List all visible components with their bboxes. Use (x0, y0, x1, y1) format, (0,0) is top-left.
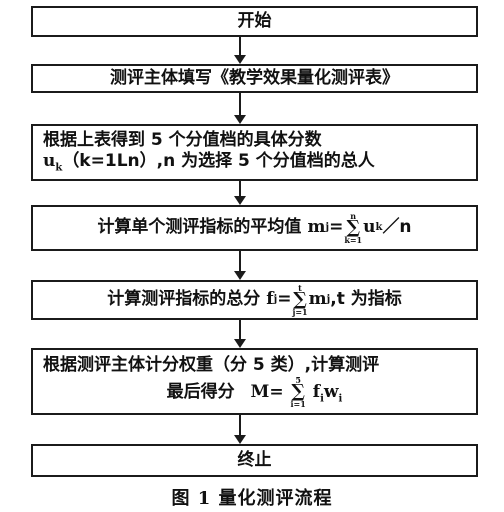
sub-k: k (55, 162, 63, 174)
step-start-label: 开始 (237, 10, 272, 31)
final-sum-symbol: 5 ∑ i=1 (290, 375, 306, 410)
step-scores-line1: 根据上表得到 5 个分值档的具体分数 (43, 129, 322, 150)
arrow-4 (233, 251, 247, 280)
total-eq: = (277, 289, 292, 310)
final-eq: M= (250, 382, 284, 403)
total-sum-bottom: j=1 (292, 307, 308, 318)
total-sub: j (273, 293, 278, 305)
step-total-label: 计算测评指标的总分 (107, 289, 261, 310)
final-body-w: w (323, 382, 339, 403)
final-body-wsub: i (338, 393, 343, 405)
scores-rest-text: ,n 为选择 5 个分值档的总人 (156, 151, 375, 172)
step-fill-form-label: 测评主体填写《教学效果量化测评表》 (110, 67, 399, 88)
step-scores-line2: uk（k=1Ln）,n 为选择 5 个分值档的总人 (43, 151, 466, 175)
step-final-line1: 根据测评主体计分权重（分 5 类）,计算测评 (43, 354, 380, 375)
range-text: （k=1Ln） (62, 151, 157, 172)
var-u: u (43, 151, 56, 172)
arrow-3 (233, 181, 247, 205)
mean-div: ／n (382, 217, 412, 238)
mean-sum-bottom: k=1 (344, 235, 363, 246)
mean-sum-top: n (350, 210, 357, 221)
mean-body-var: u (363, 217, 376, 238)
step-fill-form-box: 测评主体填写《教学效果量化测评表》 (31, 64, 478, 93)
total-var: f (266, 289, 274, 310)
final-label: 最后得分 (166, 382, 235, 403)
mean-sum-symbol: n ∑ k=1 (344, 210, 363, 246)
total-body-sub: j (326, 293, 331, 305)
final-sum-bottom: i=1 (290, 399, 306, 410)
mean-sub: j (325, 221, 330, 233)
final-body-f: f (312, 382, 321, 403)
total-body-var: m (308, 289, 327, 310)
step-scores-box: 根据上表得到 5 个分值档的具体分数 uk（k=1Ln）,n 为选择 5 个分值… (31, 124, 478, 181)
final-body-fsub: i (320, 393, 324, 405)
step-mean-label: 计算单个测评指标的平均值 (97, 217, 302, 238)
arrow-6 (233, 415, 247, 444)
final-sum-top: 5 (295, 375, 301, 386)
arrow-1 (233, 37, 247, 64)
step-end-label: 终止 (237, 449, 272, 470)
mean-eq: = (329, 217, 344, 238)
mean-body-sub: k (375, 221, 383, 233)
step-final-line2: 最后得分 M= 5 ∑ i=1 fiwi (43, 376, 466, 408)
step-end-box: 终止 (31, 444, 478, 477)
total-rest: ,t 为指标 (330, 289, 402, 310)
step-start-box: 开始 (31, 6, 478, 37)
total-sum-symbol: t ∑ j=1 (292, 282, 308, 318)
figure-caption: 图 1 量化测评流程 (171, 488, 333, 509)
total-sum-top: t (298, 282, 302, 293)
mean-var: m (307, 217, 326, 238)
arrow-2 (233, 93, 247, 124)
step-final-box: 根据测评主体计分权重（分 5 类）,计算测评 最后得分 M= 5 ∑ i=1 f… (31, 348, 478, 415)
arrow-5 (233, 320, 247, 348)
